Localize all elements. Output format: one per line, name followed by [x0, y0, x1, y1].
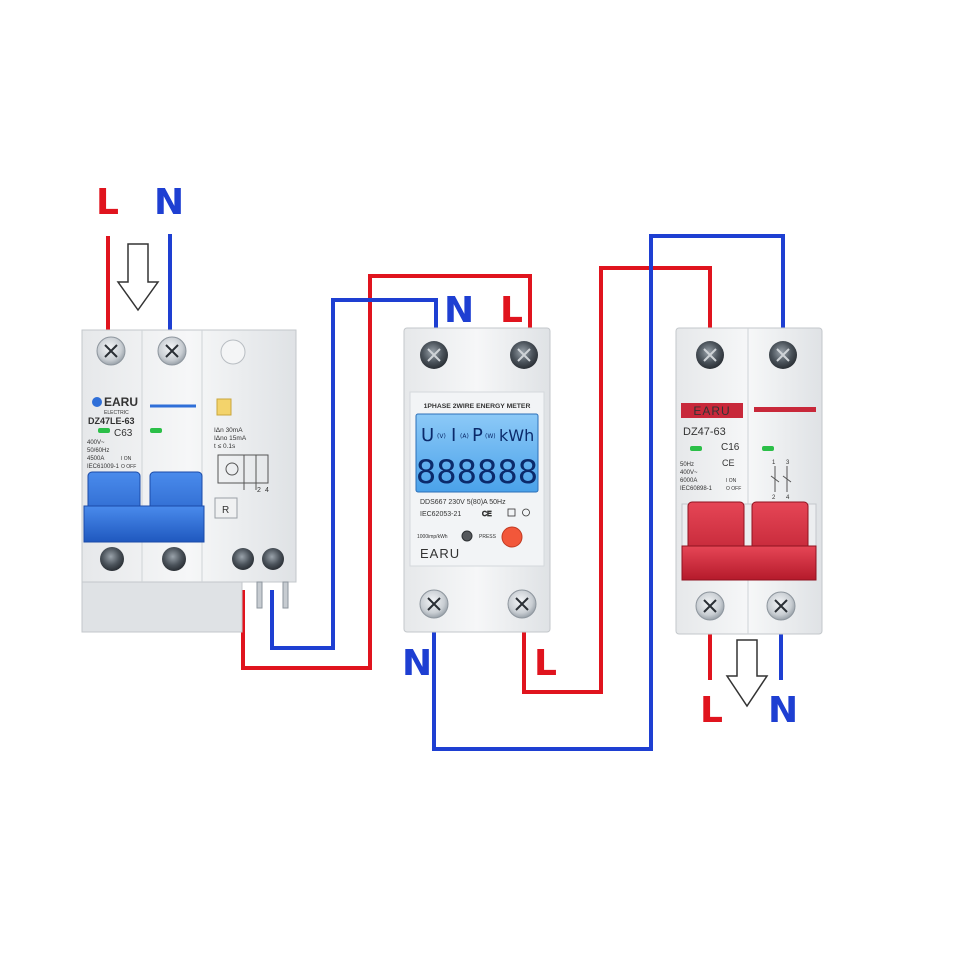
mcb-ce-mark: CE [722, 458, 735, 468]
meter-header: 1PHASE 2WIRE ENERGY METER [424, 403, 531, 410]
meter-pulse-led [461, 530, 473, 542]
load-neutral-label: N [768, 690, 798, 731]
screw-slots [104, 344, 790, 613]
mcb-spec-line: 400V~ [680, 470, 698, 476]
rcbo-bottom-screw-icon [232, 548, 254, 570]
earu-logo-icon [92, 397, 102, 407]
mcb-indicator-right [762, 446, 774, 451]
mcb-spec-line: IEC60898-1 [680, 486, 713, 492]
rcbo-model: DZ47LE-63 [88, 416, 135, 426]
load-flow-arrow-icon [725, 639, 769, 708]
energy-meter: 1PHASE 2WIRE ENERGY METER U (V) I (A) P … [403, 327, 551, 633]
lcd-unit-current-sub: (A) [460, 433, 469, 440]
mcb-rating: C16 [721, 442, 740, 453]
rcbo-base [81, 579, 243, 633]
meter-to-mcb-live-wire [522, 266, 712, 694]
meter-lcd-screen [415, 413, 539, 493]
mcb-spec-line: 6000A [680, 478, 697, 484]
rcbo-indicator-left [98, 428, 110, 433]
meter-impulse-rate: 1000imp/kWh [417, 534, 448, 540]
mcb-body [675, 327, 823, 635]
rcbo-bottom-screw-icon [162, 547, 186, 571]
mcb-terminal-number: 3 [786, 460, 790, 466]
lcd-unit-power-sub: (W) [485, 433, 496, 440]
lcd-unit-current: I [451, 425, 456, 446]
mcb-spec-line: 50Hz [680, 462, 694, 468]
rcd-spec-line: IΔno 15mA [214, 435, 247, 442]
mcb-indicator-left [690, 446, 702, 451]
meter-output-live-label: L [534, 643, 557, 684]
rcd-spec-line: IΔn 30mA [214, 427, 243, 434]
load-live-label: L [700, 690, 723, 731]
supply-live-label: L [96, 182, 119, 223]
rcbo-bottom-screw-icon [262, 548, 284, 570]
rcbo-spec-line: 4500A [87, 456, 104, 462]
meter-brand: EARU [420, 546, 460, 561]
rcbo-terminal-number: 4 [265, 487, 269, 494]
supply-neutral-label: N [154, 182, 184, 223]
meter-input-live-label: L [500, 290, 523, 331]
terminal-labels: L N N L N L L N [96, 182, 798, 731]
lcd-unit-kwh: kWh [499, 426, 534, 445]
mcb-brand: EARU [693, 404, 730, 418]
mcb-off-label: O OFF [726, 486, 741, 492]
mcb-terminal-number: 2 [772, 495, 776, 501]
mcb-brand-badge [681, 403, 743, 418]
rcd-reset-button[interactable] [214, 497, 238, 519]
meter-input-neutral-label: N [444, 290, 474, 331]
rcbo-bottom-screw-icon [100, 547, 124, 571]
meter-press-label: PRESS [479, 534, 497, 540]
lcd-unit-voltage-sub: (V) [437, 433, 446, 440]
meter-to-mcb-neutral-wire [432, 234, 785, 751]
mcb-terminal-number: 4 [786, 495, 790, 501]
rcd-spec-line: t ≤ 0.1s [214, 443, 236, 450]
rcbo-spec-line: IEC61009-1 [87, 464, 120, 470]
rcbo-body [81, 329, 297, 583]
wires [106, 234, 785, 751]
meter-standard: IEC62053-21 [420, 511, 461, 518]
meter-output-neutral-label: N [402, 643, 432, 684]
lcd-unit-voltage: U [421, 425, 434, 446]
rcbo-indicator-right [150, 428, 162, 433]
lcd-unit-power: P [472, 425, 483, 446]
mcb-model: DZ47-63 [683, 426, 726, 438]
meter-certification-icon: CE [482, 508, 530, 518]
lcd-digits: 888888 [416, 453, 538, 491]
rcbo-breaker: EARU ELECTRIC DZ47LE-63 C63 400V~ 50/60H… [81, 329, 297, 633]
mcb-circuit-symbol-icon [770, 466, 792, 492]
supply-flow-arrow-icon [116, 243, 160, 312]
mcb-terminal-number: 1 [772, 460, 776, 466]
mcb-on-label: I ON [726, 478, 737, 484]
rcbo-to-meter-live-wire [241, 274, 532, 670]
rcbo-spec-line: 400V~ [87, 440, 105, 446]
rcbo-to-meter-neutral-wire [270, 298, 438, 650]
rcbo-spec-line: 50/60Hz [87, 448, 109, 454]
rcbo-brand-sub: ELECTRIC [104, 410, 129, 416]
rcd-test-button-icon[interactable] [216, 398, 232, 416]
rcbo-rating: C63 [114, 428, 133, 439]
rcbo-brand: EARU [104, 395, 138, 409]
meter-press-button[interactable] [501, 526, 523, 548]
rcd-circuit-symbol-icon [217, 454, 269, 490]
rcbo-terminal-number: 2 [257, 487, 261, 494]
rcd-reset-label: R [222, 505, 229, 516]
rcbo-on-label: I ON [121, 456, 132, 462]
mcb-breaker: EARU DZ47-63 C16 CE 50Hz 400V~ 6000A IEC… [675, 327, 823, 635]
svg-text:CE: CE [482, 511, 492, 518]
meter-spec-line: DDS667 230V 5(80)A 50Hz [420, 499, 506, 506]
rcbo-off-label: O OFF [121, 464, 136, 470]
